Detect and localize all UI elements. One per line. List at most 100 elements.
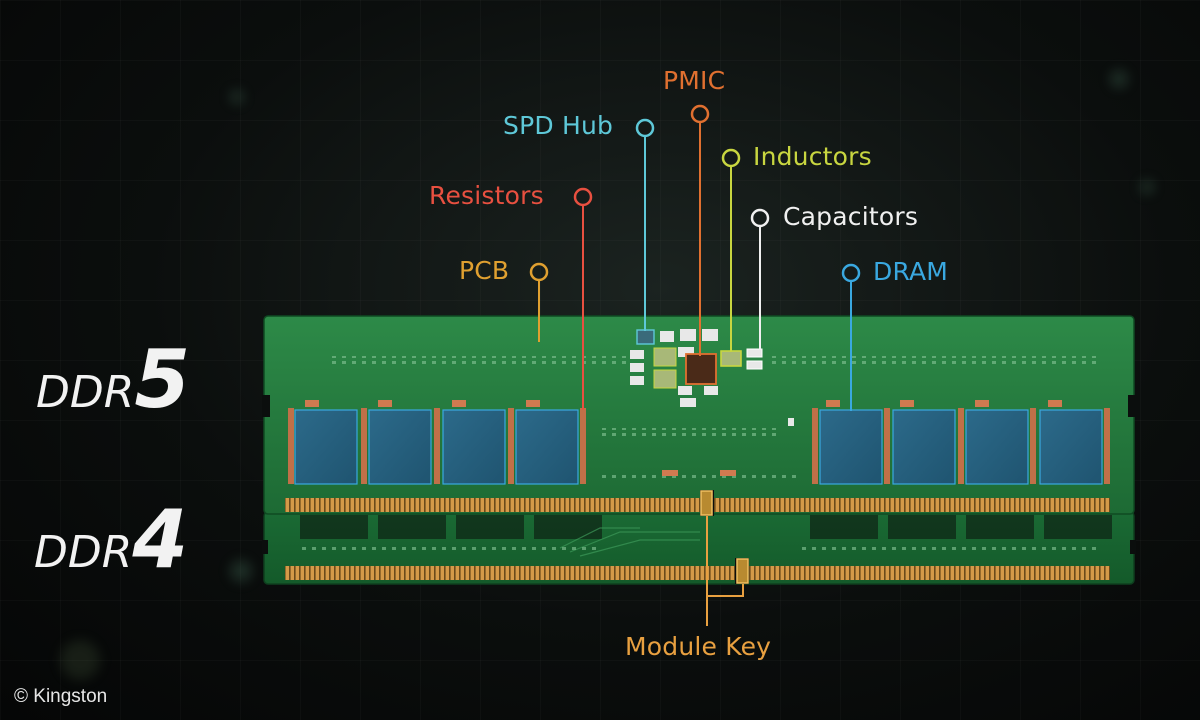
ddr4-chip [534,515,602,539]
ddr4-label: DDR4 [34,500,188,580]
inductor-chip [653,347,677,367]
module-key-callout [706,516,744,626]
ddr4-side-notch [1130,540,1136,554]
dram-chip [368,409,432,485]
smd-pad [1048,400,1062,407]
dram-chip [1039,409,1103,485]
smd-component [680,329,696,341]
dram-label: DRAM [873,257,949,286]
background-glow [1110,70,1128,88]
pcb-label: PCB [459,256,510,285]
background-glow [60,640,100,680]
resistor-array [434,408,440,484]
background-glow [230,560,252,582]
ddr4-chip [888,515,956,539]
background-glow [230,90,244,104]
ddr4-key-highlight [736,558,749,584]
capacitor-chip [746,360,763,370]
pmic-callout [690,104,710,356]
dram-chip [819,409,883,485]
inductors-label: Inductors [753,142,872,171]
resistor-array [958,408,964,484]
smd-pad [378,400,392,407]
ddr4-chip [378,515,446,539]
resistor-array [812,408,818,484]
ddr5-label: DDR5 [36,340,190,420]
ddr4-prefix: DDR [34,527,133,578]
resistors-callout [573,187,593,410]
module-key-label: Module Key [625,632,772,661]
pmic-chip [685,353,717,385]
resistor-array [361,408,367,484]
smd-pad [900,400,914,407]
ddr5-side-notch [262,395,270,417]
spd-hub-label: SPD Hub [503,111,614,140]
ddr5-smd-row [600,428,780,436]
smd-component [678,386,692,395]
ddr4-module [262,511,1136,585]
smd-component [788,418,794,426]
ddr5-smd-row [326,356,626,364]
spd-hub-chip [636,329,655,345]
smd-component [660,331,674,342]
resistor-array [580,408,586,484]
copyright-text: © Kingston [14,686,108,707]
resistors-label: Resistors [429,181,544,210]
smd-component [702,329,718,341]
resistor-array [1030,408,1036,484]
ddr5-smd-row [770,356,1100,364]
ddr5-number: 5 [134,333,191,426]
dram-chip [442,409,506,485]
resistor-array [288,408,294,484]
ddr4-chip [1044,515,1112,539]
smd-pad [826,400,840,407]
inductor-chip [653,369,677,389]
capacitor-chip [746,348,763,358]
callout-lines [529,104,861,626]
spd-hub-callout [635,118,655,331]
pmic-label: PMIC [663,66,726,95]
ddr4-smd-row [300,546,600,553]
ddr4-gold-contacts [285,566,1110,580]
ddr5-prefix: DDR [36,367,135,418]
smd-pad [452,400,466,407]
ddr5-key-highlight [700,490,713,516]
smd-component [630,350,644,359]
ddr4-chip [456,515,524,539]
dram-chip [294,409,358,485]
ddr4-side-notch [262,540,268,554]
resistor-array [508,408,514,484]
smd-component [680,398,696,407]
ddr4-chip [300,515,368,539]
resistor-array [1104,408,1110,484]
smd-component [630,363,644,372]
ddr5-side-notch [1128,395,1136,417]
smd-component [720,470,736,476]
capacitors-label: Capacitors [783,202,919,231]
inductor-chip [720,350,742,367]
background-glow [1140,180,1154,194]
dram-callout [841,263,861,411]
smd-pad [975,400,989,407]
inductors-callout [721,148,741,352]
pcb-callout [529,262,549,342]
ddr4-chip [810,515,878,539]
ddr5-gold-contacts [285,498,1110,512]
smd-component [704,386,718,395]
ddr5-smd-row [600,474,800,480]
smd-pad [526,400,540,407]
ddr4-number: 4 [132,493,189,586]
capacitors-callout [750,208,770,350]
ddr5-module [262,315,1136,516]
smd-component [678,347,694,357]
ddr4-smd-row [800,546,1100,553]
ddr4-chip [966,515,1034,539]
smd-component [630,376,644,385]
smd-pad [305,400,319,407]
dram-chip [892,409,956,485]
resistor-array [884,408,890,484]
smd-component [662,470,678,476]
dram-chip [515,409,579,485]
dram-chip [965,409,1029,485]
